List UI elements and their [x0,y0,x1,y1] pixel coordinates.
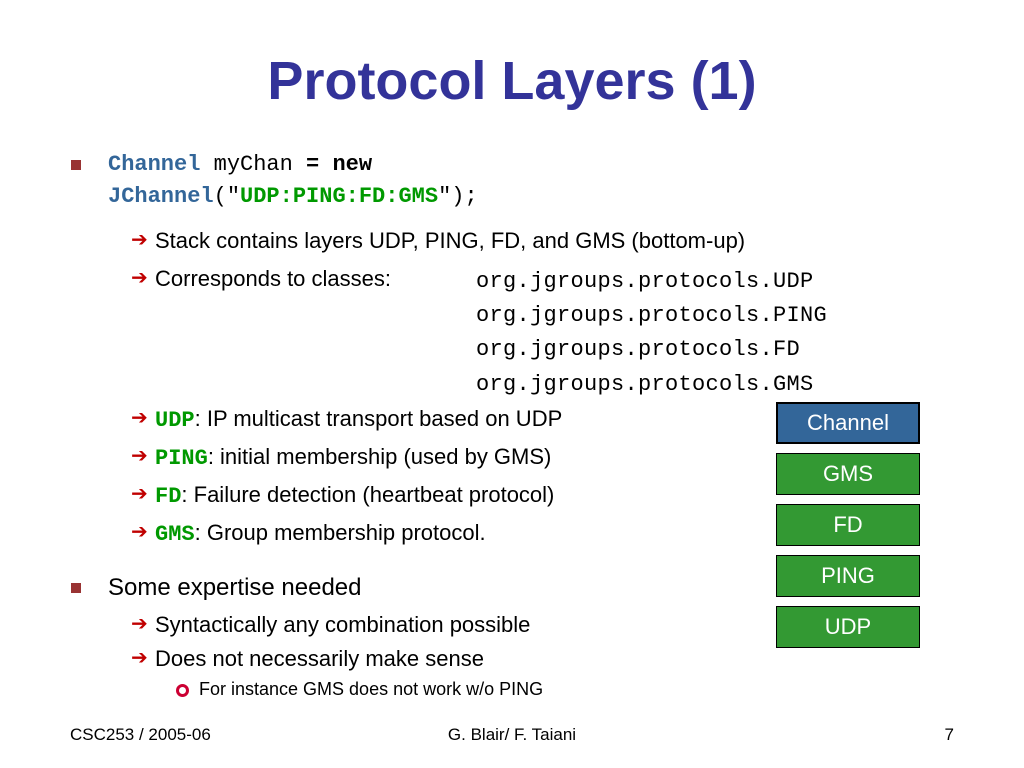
square-bullet-icon [71,583,81,593]
class-name: org.jgroups.protocols.PING [476,303,828,328]
def-term: PING [155,446,208,471]
stack-box-gms: GMS [776,453,920,495]
def-desc: : initial membership (used by GMS) [207,444,552,469]
code-argument: UDP:PING:FD:GMS [240,184,439,209]
stack-box-ping: PING [776,555,920,597]
def-term: UDP [155,408,195,433]
footer-authors: G. Blair/ F. Taiani [447,725,577,744]
def-ping: PING: initial membership (used by GMS) [155,443,551,473]
def-desc: : Failure detection (heartbeat protocol) [181,482,555,507]
def-term: GMS [155,522,195,547]
arrow-bullet-icon: ➔ [131,267,148,289]
square-bullet-icon [71,160,81,170]
arrow-bullet-icon: ➔ [131,483,148,505]
arrow-bullet-icon: ➔ [131,445,148,467]
arrow-bullet-icon: ➔ [131,613,148,635]
arrow-bullet-icon: ➔ [131,521,148,543]
code-keyword-channel: Channel [108,152,201,177]
ring-bullet-icon [176,684,189,697]
def-desc: : Group membership protocol. [194,520,486,545]
stack-box-channel: Channel [776,402,920,444]
code-close-paren: "); [438,184,478,209]
class-name: org.jgroups.protocols.UDP [476,269,814,294]
def-term: FD [155,484,182,509]
footer-course: CSC253 / 2005-06 [70,725,211,744]
code-keyword-new: new [332,152,373,177]
code-line-2: JChannel("UDP:PING:FD:GMS"); [108,182,478,212]
bullet-expertise: Some expertise needed [108,574,362,601]
def-gms: GMS: Group membership protocol. [155,519,486,549]
sub-bullet-syntax: Syntactically any combination possible [155,612,531,637]
class-name: org.jgroups.protocols.GMS [476,372,814,397]
code-line-1: Channel myChan = new [108,150,372,180]
code-variable: myChan [213,152,293,177]
footer-page-number: 7 [944,725,954,744]
sub-bullet-sense: Does not necessarily make sense [155,646,484,671]
stack-box-udp: UDP [776,606,920,648]
slide-title: Protocol Layers (1) [267,51,757,111]
def-fd: FD: Failure detection (heartbeat protoco… [155,481,554,511]
code-open-paren: (" [213,184,241,209]
code-keyword-jchannel: JChannel [108,184,214,209]
arrow-bullet-icon: ➔ [131,407,148,429]
def-udp: UDP: IP multicast transport based on UDP [155,405,562,435]
sub-bullet-stack: Stack contains layers UDP, PING, FD, and… [155,228,746,253]
code-equals: = [306,152,320,177]
stack-box-fd: FD [776,504,920,546]
arrow-bullet-icon: ➔ [131,229,148,251]
arrow-bullet-icon: ➔ [131,647,148,669]
sub-bullet-classes-label: Corresponds to classes: [155,266,391,291]
class-name: org.jgroups.protocols.FD [476,337,801,362]
sub-sub-bullet-ping: For instance GMS does not work w/o PING [199,679,544,699]
def-desc: : IP multicast transport based on UDP [194,406,563,431]
